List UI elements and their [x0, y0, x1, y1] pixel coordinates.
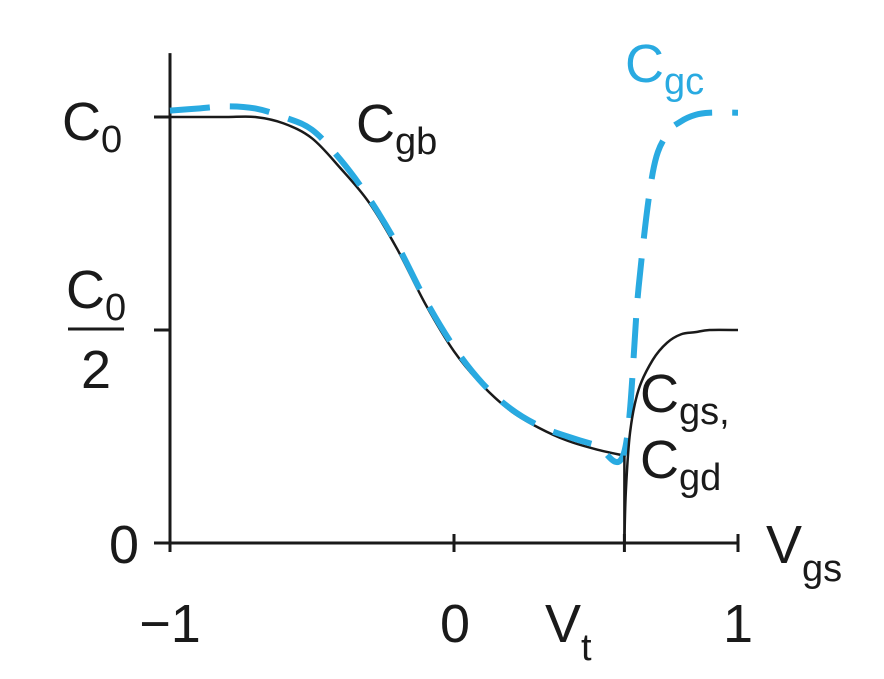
x-tick-label-vt: Vt	[545, 594, 592, 669]
x-tick-label-0: 0	[440, 594, 470, 654]
cgc-label: Cgc	[625, 34, 704, 103]
y-tick-label-c0-main: C	[62, 92, 101, 152]
x-tick-label-1: 1	[723, 594, 753, 654]
cgb-label-sub: gb	[395, 121, 437, 163]
cgc-label-main: C	[625, 34, 664, 94]
cgs-label: Cgs,	[640, 364, 730, 433]
cgd-label-main: C	[640, 430, 679, 490]
y-tick-label-0: 0	[109, 515, 139, 575]
cgs-cgd-line	[623, 328, 739, 544]
cgb-label: Cgb	[356, 94, 437, 163]
x-axis-label-main: V	[766, 515, 802, 575]
y-tick-label-half-den: 2	[81, 340, 111, 400]
cgd-label-sub: gd	[679, 457, 721, 499]
x-axis-label-sub: gs	[802, 548, 842, 590]
cgb-label-main: C	[356, 94, 395, 154]
x-tick-label-vt-main: V	[545, 594, 581, 654]
y-tick-label-c0: C0	[62, 92, 122, 161]
cgs-label-sub: gs,	[679, 391, 730, 433]
x-tick-label-neg1: −1	[139, 594, 201, 654]
cgb-line	[170, 115, 625, 457]
y-tick-label-half: C0	[66, 260, 126, 329]
x-axis-label: Vgs	[766, 515, 842, 590]
y-tick-label-half-num: C	[66, 260, 105, 320]
cgc-label-sub: gc	[664, 61, 704, 103]
y-tick-label-half-num-sub: 0	[105, 287, 126, 329]
series-group	[169, 103, 739, 544]
cgs-label-main: C	[640, 364, 679, 424]
x-tick-label-vt-sub: t	[581, 627, 592, 669]
cgd-label: Cgd	[640, 430, 721, 499]
y-tick-label-c0-sub: 0	[101, 119, 122, 161]
cgc-line	[169, 103, 739, 465]
